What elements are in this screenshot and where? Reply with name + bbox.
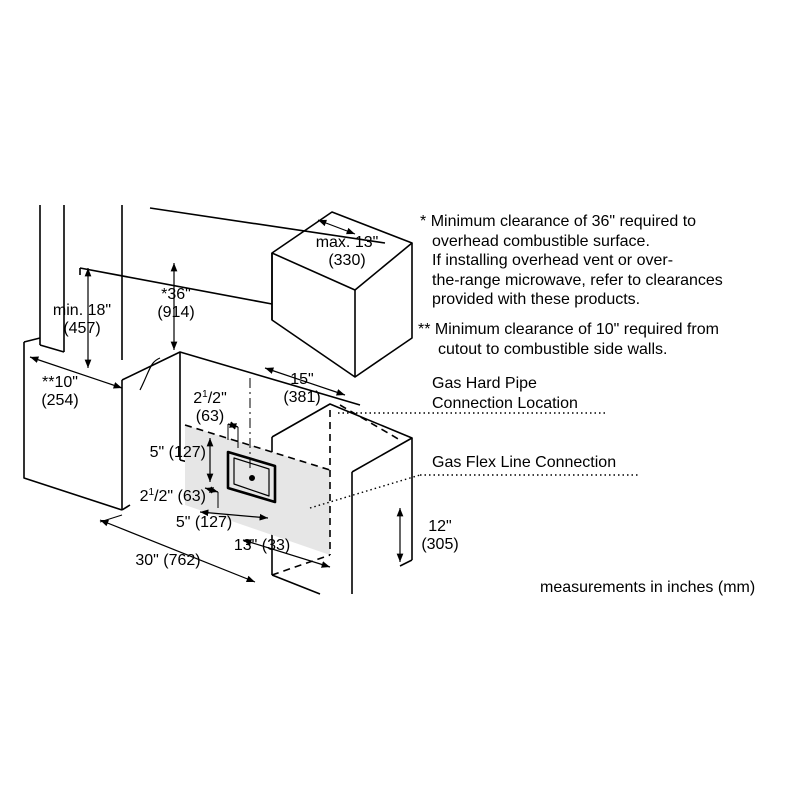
dim-2half-bottom-num: 1 [148,487,155,498]
leader-flex-line [309,474,421,509]
callout-gas-hard-pipe: Gas Hard Pipe Connection Location [432,374,578,413]
note-overhead-clearance: * Minimum clearance of 36" required to o… [420,212,723,310]
dim-min18-in: min. 18" [52,302,112,319]
dim-36-mm: (914) [157,304,195,321]
dim-15-mm: (381) [283,389,321,406]
left-cabinet [23,337,131,511]
measurements-footnote: measurements in inches (mm) [540,579,756,596]
dim-2half-top-num: 1 [202,389,208,400]
note1-line-2: overhead combustible surface. [432,232,650,250]
dim-30-line [99,519,256,583]
note2-line-1: Minimum clearance of 10" required from [434,321,719,338]
note2-line-2: cutout to combustible side walls. [438,340,668,358]
callout-hard-pipe-line-2: Connection Location [432,394,578,412]
note1-line-4: the-range microwave, refer to clearances [432,271,723,289]
dim-max13-in: max. 13" [315,234,379,251]
dim-36-in: *36" [161,286,191,303]
dim-13-line [242,539,331,568]
dim-13-label: 13" (33) [233,537,291,554]
note1-line-3: If installing overhead vent or over- [432,252,674,269]
dim-max13-mm: (330) [328,252,366,269]
dim-15-in: 15" [290,371,314,388]
dim-30-label: 30" (762) [135,552,201,569]
left-wall [39,205,123,360]
dim-5-horiz-label: 5" (127) [175,514,233,531]
dim-min18-label: min. 18" (457) [53,302,111,338]
overhead-box [271,211,413,378]
dim-2half-bottom-line [204,486,219,494]
dim-2half-bottom-whole: 2 [139,488,149,505]
dim-max13-label: max. 13" (330) [316,234,379,270]
dim-2half-top-label: 21/2" (63) [193,386,227,426]
callout-gas-flex-line: Gas Flex Line Connection [432,454,617,471]
dim-15-label: 15" (381) [283,371,320,407]
dim-side10-label: **10" (254) [41,374,78,410]
note1-line-5: provided with these products. [432,291,641,308]
gas-box [226,450,277,504]
callout-hard-pipe-line-1: Gas Hard Pipe [432,375,537,392]
dim-min18-mm: (457) [63,320,101,337]
dim-2half-top-mm: (63) [195,408,225,425]
dim-36-label: *36" (914) [157,286,194,322]
dim-side10-in: **10" [42,374,78,391]
dim-2half-top-whole: 2 [193,390,203,407]
dim-5-horiz-line [199,509,269,521]
gas-connection-zone [184,404,401,576]
note-side-clearance: ** Minimum clearance of 10" required fro… [418,320,719,359]
dim-12-mm: (305) [421,536,459,553]
dim-2half-bottom-label: 21/2" (63) [140,484,206,506]
dim-5-vert-label: 5" (127) [149,444,206,461]
dim-side10-line [29,356,123,389]
dim-12-in: 12" [428,518,452,535]
dim-max13-line [317,219,356,235]
dim-15-line [264,367,346,396]
dim-2half-bottom-rest: /2" (63) [154,488,206,505]
dim-2half-top-line [227,421,239,430]
note1-line-1: Minimum clearance of 36" required to [430,213,697,230]
dim-12-label: 12" (305) [421,518,458,554]
dim-2half-top-rest: /2" [207,390,227,407]
note2-marker: ** [418,321,431,338]
dim-side10-mm: (254) [41,392,79,409]
note1-marker: * [420,213,427,230]
